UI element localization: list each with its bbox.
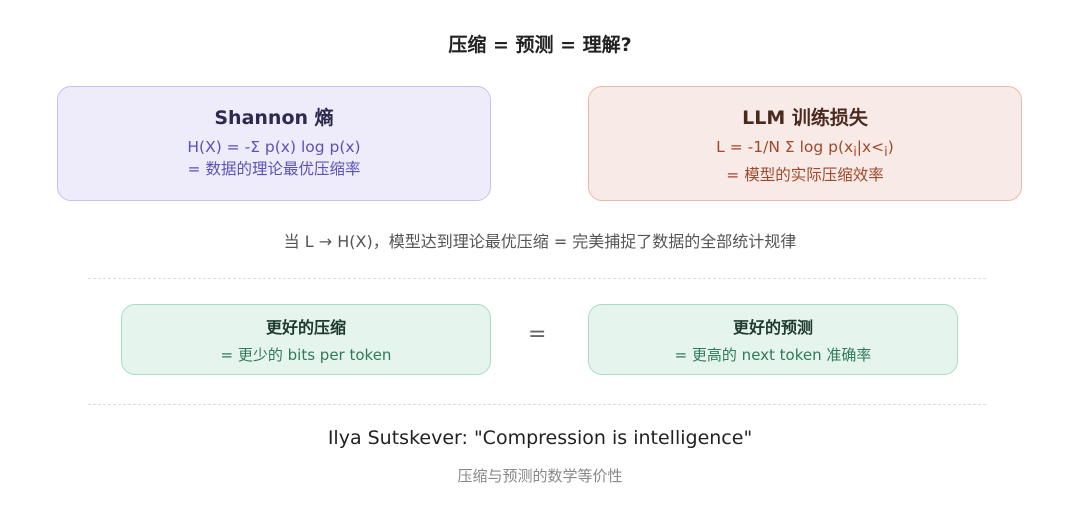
prediction-box: 更好的预测 = 更高的 next token 准确率: [588, 304, 958, 375]
llm-loss-box: LLM 训练损失 L = -1/N Σ log p(xi|x<i) = 模型的实…: [588, 86, 1022, 201]
relation-text: 当 L → H(X)，模型达到理论最优压缩 = 完美捕捉了数据的全部统计规律: [283, 232, 797, 251]
compression-desc: = 更少的 bits per token: [220, 346, 392, 364]
llm-heading: LLM 训练损失: [742, 107, 868, 129]
divider: [88, 278, 986, 279]
prediction-desc: = 更高的 next token 准确率: [674, 346, 872, 364]
diagram-title: 压缩 = 预测 = 理解?: [448, 34, 632, 56]
llm-formula: L = -1/N Σ log p(xi|x<i): [589, 136, 1021, 164]
subtitle: 压缩与预测的数学等价性: [457, 467, 623, 485]
formula-subscript: i: [884, 145, 888, 161]
equals-sign: =: [528, 322, 547, 347]
formula-part: L = -1/N Σ log p(x: [716, 138, 854, 156]
formula-part: ): [887, 138, 894, 156]
llm-desc: = 模型的实际压缩效率: [726, 166, 884, 185]
quote: Ilya Sutskever: "Compression is intellig…: [327, 427, 753, 449]
divider: [88, 404, 986, 405]
shannon-entropy-box: Shannon 熵 H(X) = -Σ p(x) log p(x) = 数据的理…: [57, 86, 491, 201]
formula-part: |x<: [856, 138, 885, 156]
formula-subscript: i: [853, 145, 857, 161]
compression-box: 更好的压缩 = 更少的 bits per token: [121, 304, 491, 375]
shannon-formula: H(X) = -Σ p(x) log p(x): [187, 138, 361, 156]
shannon-desc: = 数据的理论最优压缩率: [187, 160, 361, 178]
prediction-heading: 更好的预测: [732, 318, 813, 337]
compression-heading: 更好的压缩: [265, 318, 346, 337]
shannon-heading: Shannon 熵: [214, 107, 334, 129]
